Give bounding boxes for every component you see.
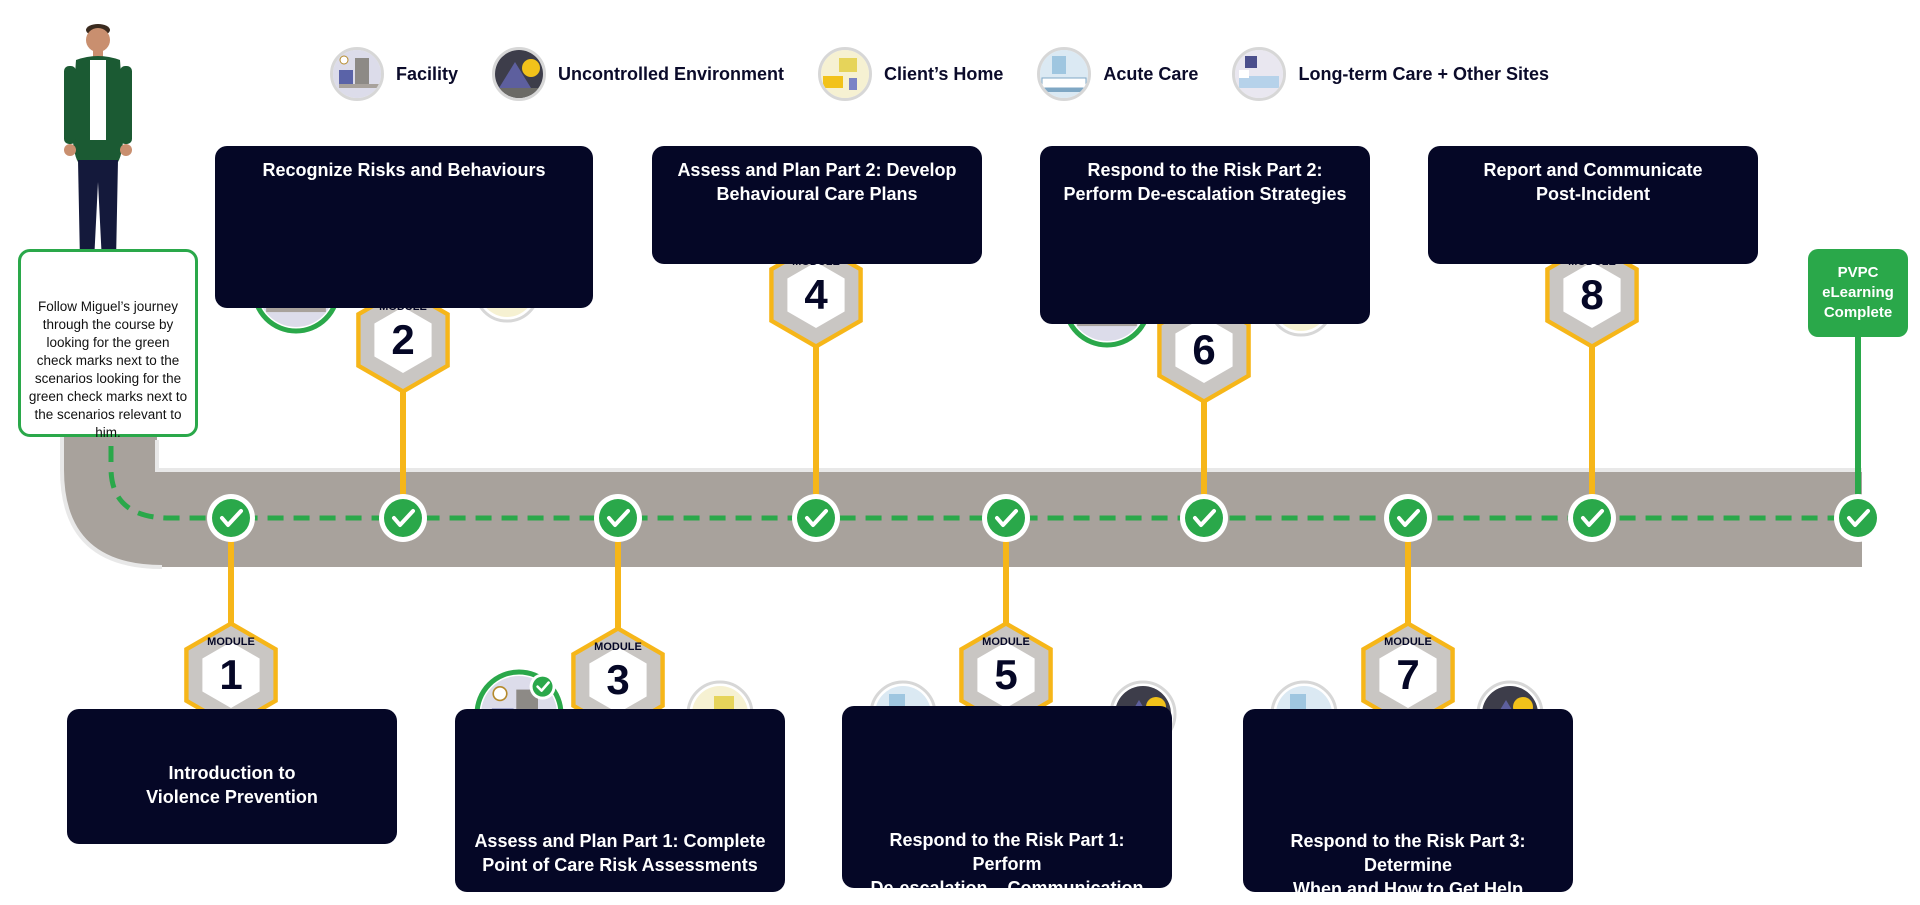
module-title: De-escalation – Communication xyxy=(870,878,1144,898)
module-8-hexagon: MODULE8 xyxy=(1545,241,1639,349)
checkpoint-check-icon xyxy=(1384,494,1432,542)
legend-label: Client’s Home xyxy=(884,63,1004,84)
module-7-box: Respond to the Risk Part 3: Determine Wh… xyxy=(1243,709,1573,899)
module-title: Perform De-escalation Strategies xyxy=(1063,184,1347,204)
module-6-box: Respond to the Risk Part 2: Perform De-e… xyxy=(1040,146,1370,324)
module-title: Behavioural Care Plans xyxy=(716,184,918,204)
module-1-hexagon: MODULE 1 xyxy=(184,621,278,729)
clients-home-icon xyxy=(818,47,873,101)
module-8-box: Report and Communicate Post-Incident xyxy=(1428,146,1758,264)
checkpoint-check-icon xyxy=(594,494,642,542)
checkpoint-check-icon xyxy=(1180,494,1228,542)
module-number: 8 xyxy=(1580,271,1603,318)
legend-label: Facility xyxy=(396,63,459,84)
module-number: 6 xyxy=(1192,326,1215,373)
legend-label: Acute Care xyxy=(1103,63,1199,84)
journey-note: Follow Miguel’s journey through the cour… xyxy=(18,249,198,440)
module-title: Recognize Risks and Behaviours xyxy=(262,160,546,180)
checkpoint-check-icon xyxy=(982,494,1030,542)
module-title: Report and Communicate xyxy=(1483,160,1703,180)
module-number: 7 xyxy=(1396,651,1419,698)
module-number: 2 xyxy=(391,316,414,363)
module-2-box: Recognize Risks and Behaviours xyxy=(215,146,593,308)
module-title: Assess and Plan Part 1: Complete xyxy=(474,831,766,851)
module-title: Post-Incident xyxy=(1535,184,1650,204)
module-3-box: Assess and Plan Part 1: Complete Point o… xyxy=(455,709,785,892)
completion-label: Complete xyxy=(1823,304,1893,321)
module-5-box: Respond to the Risk Part 1: Perform De-e… xyxy=(842,706,1172,898)
legend-label: Uncontrolled Environment xyxy=(558,63,785,84)
uncontrolled-environment-icon xyxy=(492,47,547,101)
elearning-complete-badge: PVPC eLearning Complete xyxy=(1808,249,1908,337)
journey-path xyxy=(108,420,1860,521)
acute-care-icon xyxy=(1037,47,1092,101)
checkpoint-check-icon xyxy=(1568,494,1616,542)
module-title: Respond to the Risk Part 3: Determine xyxy=(1290,831,1526,875)
legend-item-long-term-care: Long-term Care + Other Sites xyxy=(1232,47,1549,101)
module-title: Violence Prevention xyxy=(146,787,318,807)
miguel-avatar xyxy=(64,24,132,272)
checkpoint-check-icon xyxy=(207,494,255,542)
module-4-box: Assess and Plan Part 2: Develop Behaviou… xyxy=(652,146,982,264)
legend-item-uncontrolled-environment: Uncontrolled Environment xyxy=(492,47,784,101)
completion-label: eLearning xyxy=(1822,284,1894,301)
module-label: MODULE xyxy=(594,641,642,653)
module-title: When and How to Get Help xyxy=(1293,879,1523,899)
checkpoint-check-icon xyxy=(379,494,427,542)
completion-label: PVPC xyxy=(1837,264,1879,281)
legend-label: Long-term Care + Other Sites xyxy=(1298,63,1550,84)
legend-item-facility: Facility xyxy=(330,47,458,101)
module-label: MODULE xyxy=(1384,636,1432,648)
legend-item-clients-home: Client’s Home xyxy=(818,47,1003,101)
module-title: Point of Care Risk Assessments xyxy=(482,855,758,875)
long-term-care-icon xyxy=(1232,47,1287,101)
scenario-legend: Facility Uncontrolled Environment Client… xyxy=(330,44,1583,104)
module-2-hexagon: MODULE2 xyxy=(356,286,450,394)
module-3-hexagon: MODULE 3 xyxy=(571,626,665,734)
module-7-hexagon: MODULE 7 xyxy=(1361,621,1455,729)
module-number: 3 xyxy=(606,656,629,703)
module-number: 1 xyxy=(219,651,242,698)
legend-item-acute-care: Acute Care xyxy=(1037,47,1198,101)
module-label: MODULE xyxy=(982,636,1030,648)
checkpoint-check-icon xyxy=(792,494,840,542)
completed-check-icon xyxy=(529,673,556,700)
module-5-hexagon: MODULE 5 xyxy=(959,621,1053,729)
module-4-hexagon: MODULE4 xyxy=(769,241,863,349)
journey-note-text: Follow Miguel’s journey through the cour… xyxy=(28,299,188,440)
checkpoint-check-icon xyxy=(1834,494,1882,542)
module-title: Introduction to xyxy=(168,763,296,783)
facility-icon xyxy=(330,47,384,101)
module-label: MODULE xyxy=(207,636,255,648)
module-title: Assess and Plan Part 2: Develop xyxy=(677,160,957,180)
module-1-box: Introduction to Violence Prevention xyxy=(67,709,397,844)
module-number: 4 xyxy=(804,271,828,318)
module-number: 5 xyxy=(994,651,1017,698)
module-title: Respond to the Risk Part 1: Perform xyxy=(889,830,1125,874)
module-title: Respond to the Risk Part 2: xyxy=(1087,160,1323,180)
